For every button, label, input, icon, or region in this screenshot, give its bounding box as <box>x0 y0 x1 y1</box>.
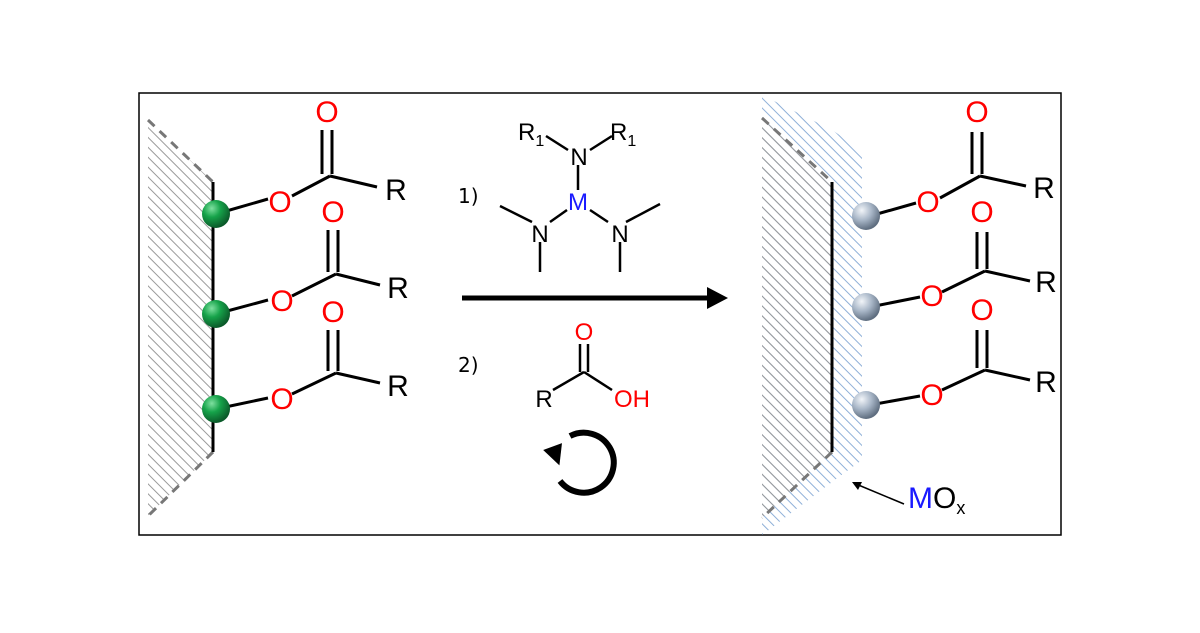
left-ester-group-3: O O R <box>202 296 409 423</box>
nitrogen-right: N <box>611 221 628 248</box>
right-surface <box>760 95 862 535</box>
carbonyl-oxygen: O <box>965 96 988 129</box>
metal-center: M <box>568 189 588 216</box>
carbonyl-oxygen: O <box>970 196 993 229</box>
r-group: R <box>1033 172 1055 205</box>
r-group: R <box>385 174 407 207</box>
carbonyl-oxygen: O <box>321 196 344 229</box>
right-ester-group-3: O O R <box>852 294 1057 419</box>
mox-label: MOx <box>908 482 965 518</box>
left-ester-group-1: O O R <box>202 96 407 228</box>
substrate-hatch <box>148 120 213 516</box>
ester-oxygen: O <box>920 280 943 313</box>
nitrogen-left: N <box>531 221 548 248</box>
circular-arrow-icon <box>543 429 617 496</box>
ester-oxygen: O <box>920 379 943 412</box>
r1-left: R1 <box>518 119 544 150</box>
r-group: R <box>387 272 409 305</box>
right-ester-group-1: O O R <box>852 96 1055 230</box>
ester-oxygen: O <box>916 186 939 219</box>
green-sphere <box>202 300 230 328</box>
mox-pointer <box>855 483 905 505</box>
left-ester-group-2: O O R <box>202 196 409 328</box>
carbonyl-oxygen: O <box>315 96 338 129</box>
r1-right: R1 <box>610 119 636 150</box>
r-group: R <box>387 370 409 403</box>
acid-r-group: R <box>535 386 552 413</box>
metal-sphere <box>852 391 880 419</box>
metal-sphere <box>852 202 880 230</box>
carboxylic-acid: O R OH <box>535 319 650 413</box>
surface-edge-bottom <box>760 450 834 520</box>
acid-carbonyl-oxygen: O <box>575 319 594 346</box>
step-2-label: 2) <box>458 353 479 377</box>
scheme-frame <box>138 92 1062 536</box>
nitrogen-top: N <box>570 144 587 171</box>
acid-hydroxyl: OH <box>614 386 650 413</box>
ester-oxygen: O <box>270 383 293 416</box>
green-sphere <box>202 395 230 423</box>
metal-sphere <box>852 293 880 321</box>
carbonyl-oxygen: O <box>970 294 993 327</box>
reaction-arrowhead <box>707 287 728 309</box>
substrate-hatch <box>762 118 832 518</box>
right-ester-group-2: O O R <box>852 196 1057 321</box>
r-group: R <box>1035 366 1057 399</box>
metal-amide-precursor: R1 R1 N M N N <box>499 119 661 272</box>
green-sphere <box>202 200 230 228</box>
step-1-label: 1) <box>458 184 479 208</box>
mox-pointer-head <box>852 482 862 490</box>
r-group: R <box>1035 266 1057 299</box>
ester-oxygen: O <box>268 186 291 219</box>
ester-oxygen: O <box>270 285 293 318</box>
carbonyl-oxygen: O <box>321 296 344 329</box>
